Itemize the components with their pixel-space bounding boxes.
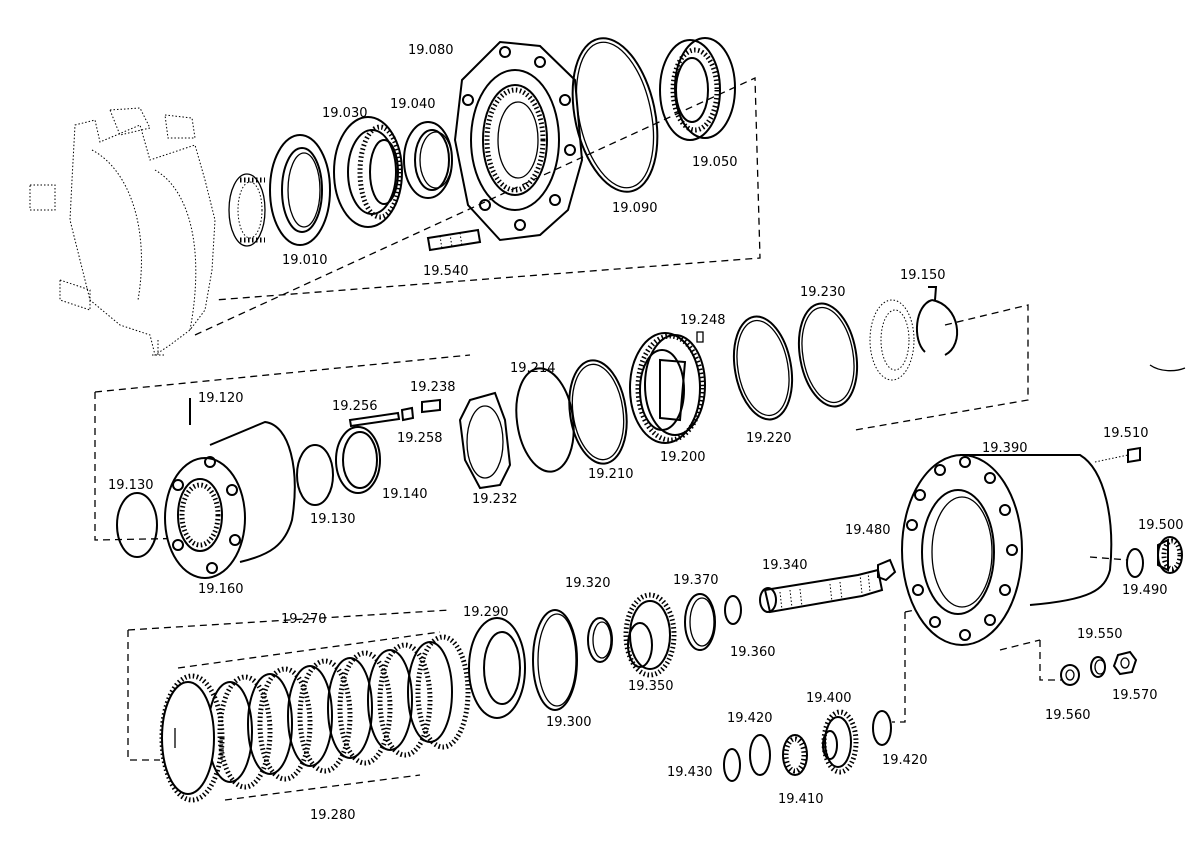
label-19-200: 19.200 — [660, 450, 706, 465]
faint-bearing-outline — [869, 299, 915, 381]
label-19-510: 19.510 — [1103, 426, 1149, 441]
label-19-050: 19.050 — [692, 155, 738, 170]
part-19-130-ring-left — [116, 492, 158, 558]
label-19-350: 19.350 — [628, 679, 674, 694]
part-19-248-pin — [696, 331, 704, 343]
label-19-280: 19.280 — [310, 808, 356, 823]
part-19-420-ring-left — [749, 734, 771, 776]
label-19-360: 19.360 — [730, 645, 776, 660]
label-19-040: 19.040 — [390, 97, 436, 112]
part-19-130-ring-right — [296, 444, 334, 506]
label-19-256: 19.256 — [332, 399, 378, 414]
label-19-120: 19.120 — [198, 391, 244, 406]
label-19-430: 19.430 — [667, 765, 713, 780]
label-19-210: 19.210 — [588, 467, 634, 482]
part-19-490-washer — [1126, 548, 1144, 578]
part-19-540-stud — [426, 228, 482, 252]
label-19-390: 19.390 — [982, 441, 1028, 456]
label-19-140: 19.140 — [382, 487, 428, 502]
label-19-010: 19.010 — [282, 253, 328, 268]
label-19-340: 19.340 — [762, 558, 808, 573]
part-19-410-bearing — [782, 734, 808, 776]
part-19-256-pin — [348, 398, 441, 428]
part-19-140-ring — [335, 426, 381, 494]
label-19-270: 19.270 — [281, 612, 327, 627]
label-19-410: 19.410 — [778, 792, 824, 807]
part-19-030-bearing — [333, 116, 403, 228]
label-19-500: 19.500 — [1138, 518, 1184, 533]
label-19-320: 19.320 — [565, 576, 611, 591]
label-19-480: 19.480 — [845, 523, 891, 538]
part-19-320-ring — [587, 617, 613, 663]
part-19-370-ring — [684, 593, 716, 651]
part-19-480-nut — [877, 558, 897, 582]
part-19-040-ring — [403, 121, 453, 199]
label-19-290: 19.290 — [463, 605, 509, 620]
label-19-248: 19.248 — [680, 313, 726, 328]
group-outline-top — [194, 76, 761, 336]
label-19-150: 19.150 — [900, 268, 946, 283]
part-19-210-ring — [568, 359, 628, 465]
label-19-220: 19.220 — [746, 431, 792, 446]
part-19-214-ring — [515, 367, 575, 473]
label-19-490: 19.490 — [1122, 583, 1168, 598]
part-19-220-ring — [732, 315, 794, 421]
stray-arc — [1149, 364, 1186, 372]
label-19-540: 19.540 — [423, 264, 469, 279]
label-19-230: 19.230 — [800, 285, 846, 300]
part-19-350-gear — [623, 592, 677, 678]
part-19-270-280-disc-pack — [159, 631, 471, 803]
part-19-360-ring — [724, 595, 742, 625]
part-19-290-disc — [468, 617, 526, 719]
group-outline-middle — [94, 304, 1029, 541]
part-19-230-ring — [797, 302, 859, 408]
label-19-370: 19.370 — [673, 573, 719, 588]
part-19-400-gear — [821, 709, 859, 775]
label-19-130-left: 19.130 — [108, 478, 154, 493]
part-19-560-washer — [1060, 664, 1080, 686]
part-19-050-bearing — [659, 37, 736, 141]
part-19-010-seal — [269, 134, 331, 246]
label-19-560: 19.560 — [1045, 708, 1091, 723]
part-19-550-washer — [1090, 656, 1106, 678]
part-19-500-plug — [1157, 536, 1183, 574]
hub-carrier-housing — [29, 107, 266, 356]
label-19-258: 19.258 — [397, 431, 443, 446]
part-19-420-ring-right — [872, 710, 892, 746]
label-19-420-right: 19.420 — [882, 753, 928, 768]
label-19-400: 19.400 — [806, 691, 852, 706]
label-19-160: 19.160 — [198, 582, 244, 597]
part-19-430-ring — [723, 748, 741, 782]
part-19-160-planet-carrier — [164, 398, 296, 579]
label-19-550: 19.550 — [1077, 627, 1123, 642]
part-19-300-ring — [532, 609, 578, 711]
group-outline-bottom — [127, 556, 1129, 761]
part-19-150-circlip — [915, 286, 959, 356]
part-19-510-bolt — [1094, 446, 1141, 464]
label-19-232: 19.232 — [472, 492, 518, 507]
label-19-130-right: 19.130 — [310, 512, 356, 527]
part-19-080-hub — [453, 40, 584, 242]
label-19-080: 19.080 — [408, 43, 454, 58]
label-19-420-left: 19.420 — [727, 711, 773, 726]
part-19-390-housing — [901, 454, 1113, 646]
part-19-090-o-ring — [571, 37, 659, 193]
part-19-340-shaft — [759, 568, 884, 614]
part-19-232-shim — [458, 391, 512, 490]
label-19-300: 19.300 — [546, 715, 592, 730]
label-19-090: 19.090 — [612, 201, 658, 216]
part-19-570-nut — [1112, 650, 1138, 676]
label-19-214: 19.214 — [510, 361, 556, 376]
label-19-570: 19.570 — [1112, 688, 1158, 703]
label-19-238: 19.238 — [410, 380, 456, 395]
label-19-030: 19.030 — [322, 106, 368, 121]
part-19-200-drum — [629, 332, 706, 444]
part-labels: 19.080 19.030 19.040 19.050 19.010 19.54… — [108, 43, 1184, 823]
